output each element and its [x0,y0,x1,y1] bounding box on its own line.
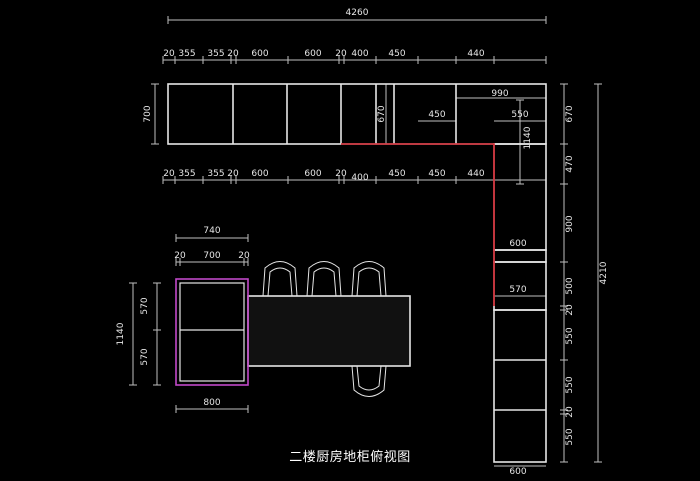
dim-label: 600 [509,239,526,249]
dim-label: 740 [203,226,220,236]
dim-label: 550 [511,110,528,120]
dim-label: 550 [565,327,575,344]
dim-label: 600 [304,169,321,179]
dim-label: 400 [351,49,368,59]
dim-label: 355 [207,169,224,179]
dim-label: 550 [565,428,575,445]
dim-label: 670 [377,105,387,122]
dim-label: 20 [565,406,575,418]
dim-label: 700 [203,251,220,261]
dim-label: 570 [140,348,150,365]
dim-label: 1140 [523,126,533,149]
right-filler [493,249,547,263]
chair-icon [351,365,387,397]
dim-label: 670 [565,105,575,122]
dim-label: 450 [388,49,405,59]
dim-label: 500 [565,277,575,294]
dim-label: 440 [467,49,484,59]
dim-label: 355 [178,169,195,179]
dim-label: 440 [467,169,484,179]
dim-label: 900 [565,215,575,232]
dim-label: 600 [304,49,321,59]
dining-table [247,295,411,367]
drawing-caption: 二楼厨房地柜俯视图 [289,450,411,465]
dim-label: 20 [227,169,239,179]
dim-label: 20 [335,169,347,179]
dim-label: 4210 [599,261,609,284]
cabinets [167,83,547,463]
countertop-edge-line [341,143,495,306]
dim-label: 20 [227,49,239,59]
chair-icon [306,261,342,297]
upper-cabinet-run [167,83,547,145]
dim-label: 450 [428,110,445,120]
dim-label: 570 [509,285,526,295]
dim-label: 470 [565,155,575,172]
dim-label: 20 [238,251,250,261]
dim-label: 550 [565,376,575,393]
dim-label: 20 [163,49,175,59]
chair-icon [262,261,298,297]
dim-label: 1140 [116,322,126,345]
dim-label: 600 [509,467,526,477]
chair-icon [351,261,387,297]
dim-label: 20 [174,251,186,261]
dimension-lines [129,16,602,467]
dim-label: 20 [565,304,575,316]
dim-label: 570 [140,297,150,314]
dim-label: 20 [335,49,347,59]
dim-label: 990 [491,89,508,99]
dim-label: 355 [178,49,195,59]
dim-label: 600 [251,169,268,179]
dim-label: 400 [351,173,368,183]
right-lower-cabinet [493,309,547,463]
dim-label: 450 [388,169,405,179]
dimension-labels: 4260 20 355 355 20 600 600 20 400 450 44… [116,8,609,477]
island-cabinet [175,278,249,386]
dim-label: 450 [428,169,445,179]
dim-label: 600 [251,49,268,59]
dim-label: 700 [143,105,153,122]
dim-total-top: 4260 [346,8,369,18]
chairs [262,261,387,397]
dim-label: 20 [163,169,175,179]
dim-label: 800 [203,398,220,408]
dim-label: 355 [207,49,224,59]
